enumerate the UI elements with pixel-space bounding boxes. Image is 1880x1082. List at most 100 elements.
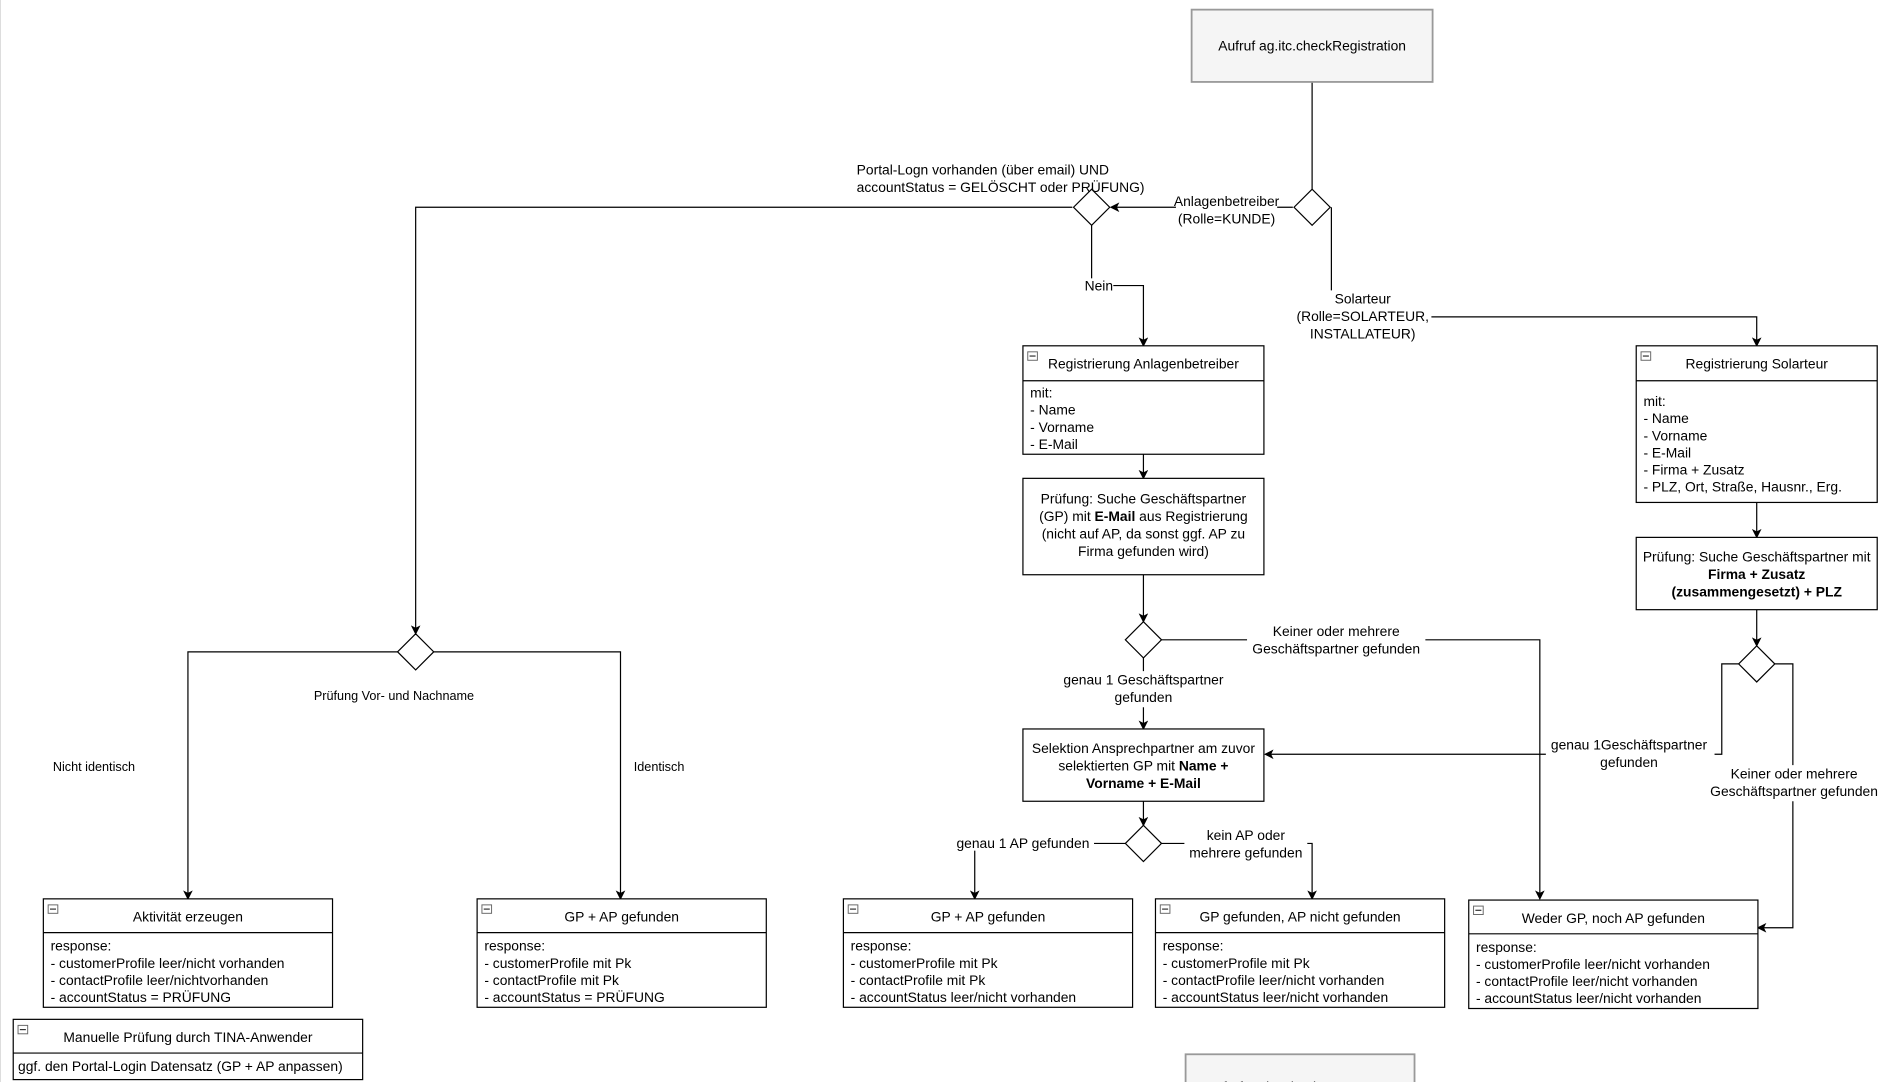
result-box-title: GP + AP gefunden	[931, 909, 1046, 925]
decision-gp-firma[interactable]	[1737, 644, 1776, 683]
text-segment: (zusammengesetzt) + PLZ	[1672, 583, 1843, 599]
label-background	[1545, 736, 1715, 773]
collapse-icon[interactable]	[481, 904, 493, 914]
result-box-line: - accountStatus = PRÜFUNG	[484, 988, 664, 1005]
result-box[interactable]	[842, 898, 1134, 1008]
text-segment: (nicht auf AP, da sonst ggf. AP zu	[1042, 526, 1245, 542]
result-box[interactable]	[42, 898, 334, 1008]
registrierung-solarteur-line: - Name	[1643, 410, 1689, 426]
registrierung-anlagenbetreiber-line: - E-Mail	[1030, 436, 1078, 452]
text-segment: (GP) mit	[1039, 508, 1094, 524]
result-box-line: response:	[851, 938, 912, 954]
next-call-node[interactable]	[1184, 1053, 1416, 1082]
collapse-icon[interactable]	[1473, 905, 1484, 916]
collapse-icon[interactable]	[847, 904, 859, 914]
edge-label-keiner-gp-2: Geschäftspartner gefunden	[1710, 783, 1878, 799]
text-segment: aus Registrierung	[1135, 508, 1247, 524]
result-box-title: GP gefunden, AP nicht gefunden	[1199, 909, 1400, 925]
registrierung-solarteur[interactable]	[1635, 345, 1878, 504]
result-box-line: - customerProfile mit Pk	[1163, 955, 1310, 971]
decision-portal-login[interactable]	[1072, 188, 1111, 227]
text-segment: Firma + Zusatz	[1708, 566, 1805, 582]
edge-identisch	[433, 651, 626, 901]
edge-label-identisch: Identisch	[634, 760, 685, 774]
label-background	[1175, 192, 1278, 225]
label-background	[951, 834, 1095, 851]
decision-name-check[interactable]	[396, 632, 435, 671]
pruefung-firma-line: Prüfung: Suche Geschäftspartner mit	[1643, 548, 1871, 564]
selektion-line: selektierten GP mit Name +	[1058, 758, 1228, 774]
pruefung-email-line: (nicht auf AP, da sonst ggf. AP zu	[1042, 526, 1245, 542]
text-segment: Vorname + E-Mail	[1086, 775, 1201, 791]
edge-label-keiner-gp-1: Keiner oder mehrere	[1273, 623, 1400, 639]
result-box-title: Aktivität erzeugen	[133, 909, 243, 925]
selektion-node[interactable]	[1022, 728, 1265, 802]
result-box-line: - contactProfile leer/nicht vorhanden	[1476, 973, 1698, 989]
collapse-icon[interactable]	[1640, 351, 1652, 361]
label-background	[1247, 622, 1426, 660]
result-box-line: - contactProfile mit Pk	[851, 972, 986, 988]
result-box-line: - contactProfile mit Pk	[484, 972, 619, 988]
registrierung-anlagenbetreiber-line: - Vorname	[1030, 419, 1094, 435]
collapse-icon[interactable]	[1159, 904, 1171, 914]
edge-label-portal-login: accountStatus = GELÖSCHT oder PRÜFUNG)	[857, 178, 1145, 195]
result-box-line: - contactProfile leer/nichtvorhanden	[51, 972, 269, 988]
text-segment: Name +	[1179, 758, 1229, 774]
label-background	[1084, 278, 1114, 293]
label-background	[1291, 290, 1432, 344]
edge-label-anlagenbetreiber: Anlagenbetreiber	[1174, 193, 1280, 209]
edge-label-nicht-identisch: Nicht identisch	[53, 760, 135, 774]
text-segment: Firma gefunden wird)	[1078, 543, 1209, 559]
edge-genau1-gp-solarteur	[1263, 663, 1739, 760]
label-background	[1184, 826, 1308, 863]
text-segment: Selektion Ansprechpartner am zuvor	[1032, 740, 1256, 756]
start-node-label: Aufruf ag.itc.checkRegistration	[1218, 38, 1406, 54]
registrierung-solarteur-line: - E-Mail	[1643, 444, 1691, 460]
edge-label-solarteur: Solarteur	[1335, 291, 1392, 307]
registrierung-solarteur-title: Registrierung Solarteur	[1686, 356, 1829, 372]
result-box-line: - customerProfile mit Pk	[851, 955, 998, 971]
pruefung-email-node[interactable]	[1022, 477, 1265, 576]
decision-role[interactable]	[1293, 188, 1332, 227]
edge-label-genau1-ap: genau 1 AP gefunden	[956, 835, 1089, 851]
manual-check-node[interactable]	[12, 1018, 364, 1081]
decision-ap[interactable]	[1124, 824, 1163, 863]
collapse-icon[interactable]	[1027, 351, 1038, 361]
start-node[interactable]	[1190, 8, 1434, 83]
registrierung-solarteur-line: - Vorname	[1643, 427, 1707, 443]
edge-label-pruefung-name: Prüfung Vor- und Nachname	[314, 689, 474, 703]
next-call-label: Aufruf ag.itc.check	[1206, 1079, 1320, 1082]
registrierung-solarteur-line: - PLZ, Ort, Straße, Hausnr., Erg.	[1643, 479, 1841, 495]
edge-portal-login	[410, 206, 1073, 635]
registrierung-anlagenbetreiber-line: mit:	[1030, 385, 1052, 401]
result-box-line: - customerProfile leer/nicht vorhanden	[1476, 956, 1710, 972]
collapse-icon[interactable]	[47, 904, 59, 914]
result-box-title: Weder GP, noch AP gefunden	[1522, 910, 1705, 926]
edge-nicht-identisch	[183, 651, 398, 901]
registrierung-anlagenbetreiber-title: Registrierung Anlagenbetreiber	[1048, 356, 1239, 372]
result-box[interactable]	[476, 898, 767, 1008]
decision-gp-email[interactable]	[1124, 620, 1163, 659]
pruefung-email-line: (GP) mit E-Mail aus Registrierung	[1039, 508, 1248, 524]
result-box-line: - accountStatus leer/nicht vorhanden	[1163, 989, 1388, 1005]
result-box-title: GP + AP gefunden	[564, 909, 679, 925]
edge-label-nein: Nein	[1085, 277, 1113, 293]
registrierung-anlagenbetreiber[interactable]	[1022, 345, 1265, 455]
result-box-line: - customerProfile leer/nicht vorhanden	[51, 955, 285, 971]
registrierung-solarteur-line: mit:	[1643, 393, 1665, 409]
selektion-line: Vorname + E-Mail	[1086, 775, 1201, 791]
result-box[interactable]	[1154, 898, 1446, 1008]
result-box-line: - contactProfile leer/nicht vorhanden	[1163, 972, 1385, 988]
pruefung-firma-node[interactable]	[1635, 536, 1878, 611]
edge-label-genau1-gp-2: genau 1Geschäftspartner	[1551, 736, 1708, 752]
collapse-icon[interactable]	[17, 1024, 29, 1035]
edge-label-kein-ap: kein AP oder	[1207, 827, 1286, 843]
result-box-line: - accountStatus leer/nicht vorhanden	[1476, 990, 1701, 1006]
result-box[interactable]	[1468, 899, 1759, 1010]
text-segment: Prüfung: Suche Geschäftspartner	[1041, 491, 1247, 507]
label-background	[1056, 671, 1231, 708]
edge-label-solarteur: (Rolle=SOLARTEUR,	[1296, 308, 1428, 324]
edge-label-anlagenbetreiber: (Rolle=KUNDE)	[1178, 211, 1275, 227]
pruefung-firma-line: (zusammengesetzt) + PLZ	[1672, 583, 1843, 599]
